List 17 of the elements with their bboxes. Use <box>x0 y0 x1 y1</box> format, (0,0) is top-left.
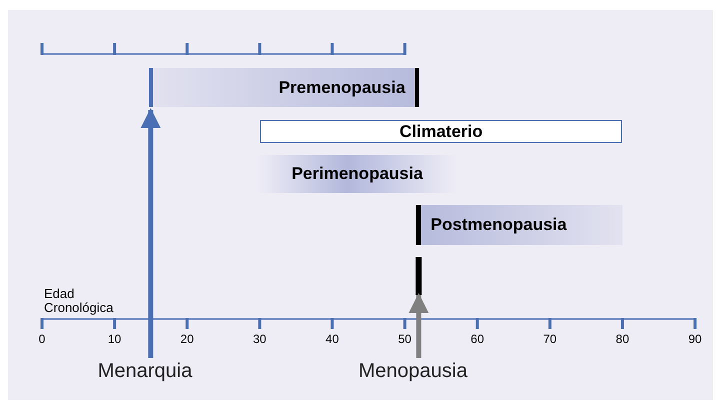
tick-label: 70 <box>542 332 558 346</box>
arrow <box>140 108 161 358</box>
event-label: Menarquia <box>88 360 202 382</box>
tick-label: 0 <box>38 332 46 346</box>
tick-label: 50 <box>397 332 412 346</box>
tick-label: 90 <box>687 332 703 346</box>
event-label: Menopausia <box>348 360 478 382</box>
tick-label: 80 <box>614 332 630 346</box>
marker-bar <box>416 257 422 295</box>
arrow <box>408 293 429 358</box>
tick-label: 20 <box>179 332 195 346</box>
tick-label: 40 <box>324 332 340 346</box>
tick-label: 10 <box>106 332 122 346</box>
tick-label: 30 <box>252 332 268 346</box>
tick-label: 60 <box>470 332 486 346</box>
axis-title: Edad Cronológica <box>44 287 114 315</box>
phase-label: Climaterio <box>260 120 622 143</box>
